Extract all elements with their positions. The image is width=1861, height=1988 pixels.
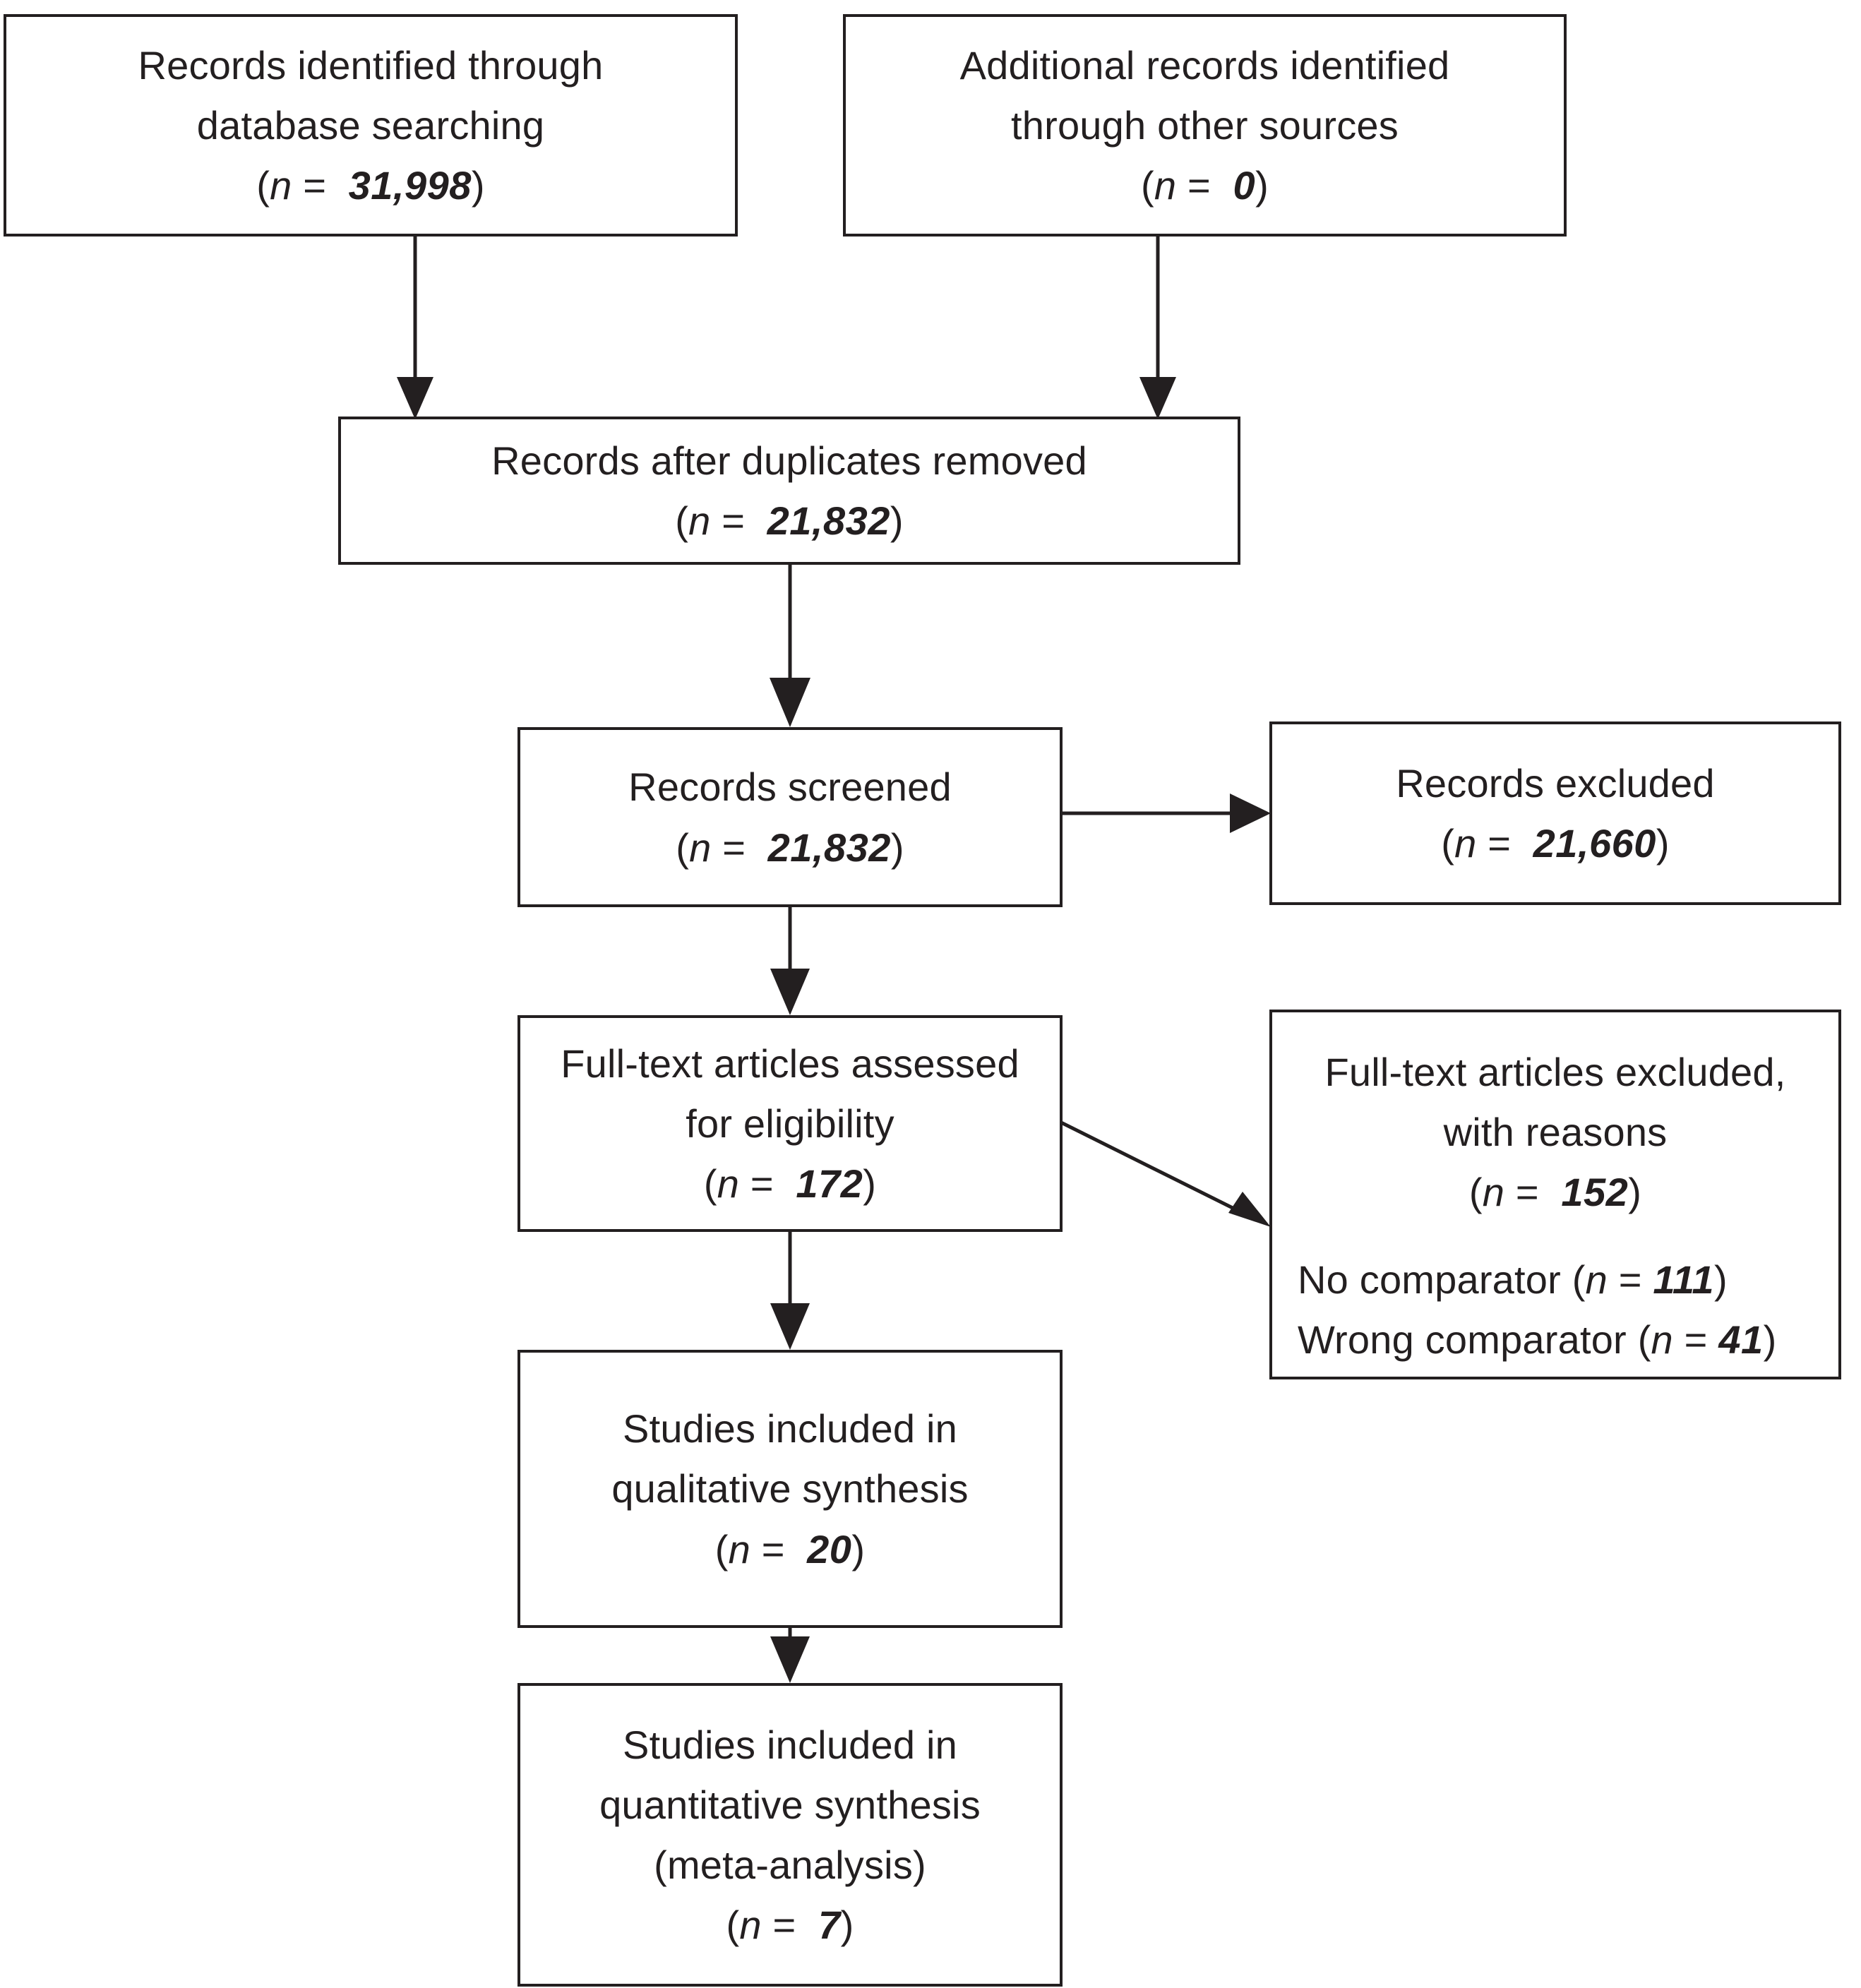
node-line: through other sources — [1011, 102, 1399, 148]
node-line: Studies included in — [623, 1722, 957, 1767]
node-count: (n = 152) — [1468, 1170, 1642, 1215]
node-line: qualitative synthesis — [611, 1466, 969, 1511]
node-line: for eligibility — [686, 1101, 894, 1146]
node-full-text-assessed: Full-text articles assessed for eligibil… — [517, 1015, 1063, 1232]
node-count: (n = 7) — [726, 1903, 854, 1948]
node-studies-quantitative: Studies included in quantitative synthes… — [517, 1683, 1063, 1987]
node-line: Records excluded — [1396, 760, 1715, 806]
node-records-excluded: Records excluded (n = 21,660) — [1269, 721, 1841, 905]
node-line: Records identified through — [138, 42, 604, 88]
node-line: Full-text articles excluded, — [1324, 1050, 1786, 1094]
node-count: (n = 0) — [1141, 163, 1269, 208]
node-records-screened: Records screened (n = 21,832) — [517, 727, 1063, 907]
connector-duplicates-to-screened — [770, 565, 810, 727]
node-count: (n = 20) — [714, 1526, 866, 1571]
node-line: Records screened — [628, 765, 952, 810]
node-full-text-excluded: Full-text articles excluded, with reason… — [1269, 1010, 1841, 1379]
connector-fulltext-to-qualitative — [770, 1232, 810, 1350]
connector-qualitative-to-quantitative — [770, 1628, 810, 1683]
node-studies-qualitative: Studies included in qualitative synthesi… — [517, 1350, 1063, 1628]
node-line: Studies included in — [623, 1406, 957, 1451]
node-line: quantitative synthesis — [599, 1782, 981, 1827]
exclusion-reason-list: No comparator (n = 111) Wrong comparator… — [1285, 1250, 1826, 1370]
node-line: Additional records identified — [959, 42, 1450, 88]
node-count: (n = 21,832) — [676, 825, 904, 870]
node-line: (meta-analysis) — [654, 1843, 926, 1887]
connector-other-sources-to-duplicates — [1139, 236, 1176, 419]
node-count: (n = 172) — [703, 1161, 877, 1206]
node-records-after-duplicates-removed: Records after duplicates removed (n = 21… — [338, 417, 1240, 565]
node-line: with reasons — [1443, 1110, 1668, 1155]
connector-screened-to-fulltext — [770, 906, 810, 1015]
exclusion-reason-item: No comparator (n = 111) — [1298, 1257, 1728, 1302]
connector-screened-to-excluded — [1061, 794, 1271, 833]
node-additional-records-other-sources: Additional records identified through ot… — [843, 14, 1567, 236]
node-count: (n = 31,998) — [256, 163, 485, 208]
node-records-identified-database: Records identified through database sear… — [4, 14, 738, 236]
node-line: database searching — [196, 102, 545, 148]
node-line: Full-text articles assessed — [561, 1041, 1019, 1086]
connector-identified-to-duplicates — [397, 236, 433, 419]
node-count: (n = 21,660) — [1441, 821, 1670, 866]
node-line: Records after duplicates removed — [491, 438, 1087, 483]
exclusion-reason-item: Wrong comparator (n = 41) — [1298, 1317, 1777, 1362]
node-count: (n = 21,832) — [675, 498, 904, 543]
connector-fulltext-to-fulltext-excluded — [1060, 1120, 1271, 1227]
